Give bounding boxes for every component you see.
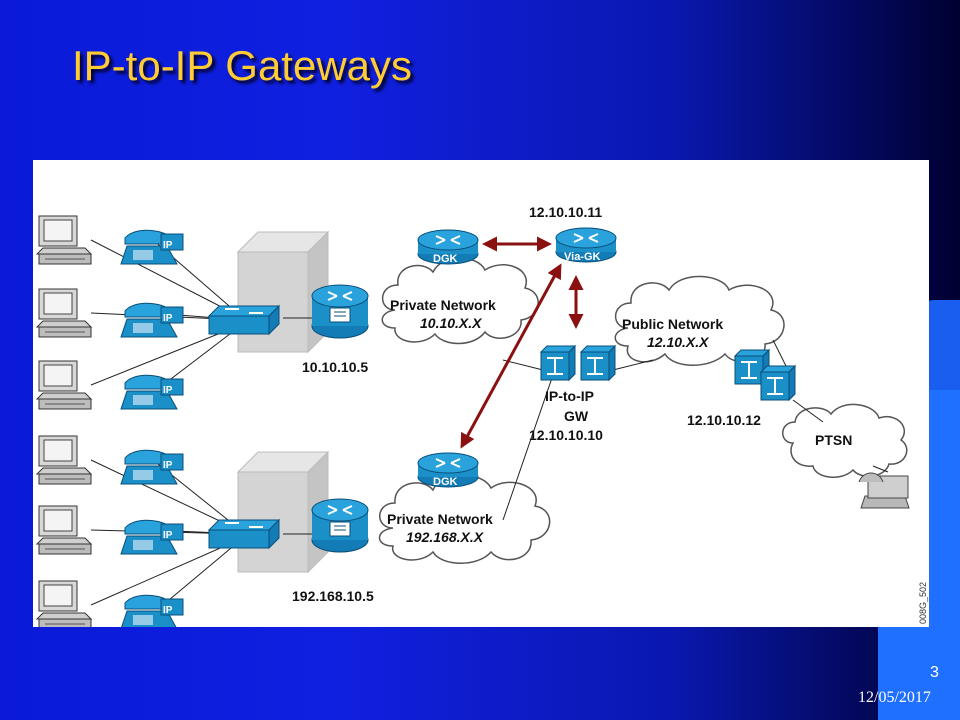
ptsn-label: PTSN	[815, 432, 853, 448]
ip-to-ip-gw-label-line2: GW	[564, 408, 589, 424]
dgk-label: DGK	[433, 253, 458, 265]
ip-to-ip-gw-ip-label: 12.10.10.10	[529, 427, 603, 443]
pc-icon	[36, 435, 92, 485]
switch-icon	[208, 519, 280, 549]
ip-phone-icon	[120, 449, 184, 485]
ip-phone-icon	[120, 374, 184, 410]
pc-icon	[36, 288, 92, 338]
private-network-1-address: 10.10.X.X	[420, 315, 482, 331]
ip-badge: IP	[163, 530, 173, 541]
slide-title: IP-to-IP Gateways	[72, 42, 413, 89]
ip-to-ip-gateway-icon	[540, 345, 576, 381]
private-network-2-address: 192.168.X.X	[406, 529, 484, 545]
via-gk-label: Via-GK	[564, 251, 601, 263]
ip-badge: IP	[163, 385, 173, 396]
ip-to-ip-gateway-icon	[580, 345, 616, 381]
figure-code: 008G_502	[918, 581, 928, 624]
dgk-label: DGK	[433, 476, 458, 488]
switch-icon	[208, 305, 280, 335]
network-diagram: DGK Via-GK DGK IP IP IP IP IP IP 12.10.1…	[33, 160, 929, 627]
router-1-ip-label: 10.10.10.5	[302, 359, 369, 375]
ip-phone-icon	[120, 594, 184, 627]
voice-router-icon	[311, 498, 369, 553]
voice-router-icon	[311, 284, 369, 339]
diagram-canvas	[36, 215, 910, 627]
pstn-phone-icon	[858, 472, 910, 509]
public-network-title: Public Network	[622, 316, 724, 332]
ip-badge: IP	[163, 313, 173, 324]
ip-badge: IP	[163, 605, 173, 616]
public-gw-ip-label: 12.10.10.12	[687, 412, 761, 428]
private-network-1-title: Private Network	[390, 297, 496, 313]
ip-phone-icon	[120, 302, 184, 338]
ip-to-ip-gw-label-line1: IP-to-IP	[545, 388, 594, 404]
page-number: 3	[930, 664, 939, 681]
via-gk-ip-label: 12.10.10.11	[529, 204, 603, 220]
private-network-2-title: Private Network	[387, 511, 493, 527]
pc-icon	[36, 360, 92, 410]
ip-phone-icon	[120, 229, 184, 265]
public-network-address: 12.10.X.X	[647, 334, 709, 350]
pc-icon	[36, 505, 92, 555]
router-2-ip-label: 192.168.10.5	[292, 588, 374, 604]
slide-date: 12/05/2017	[858, 689, 931, 706]
ip-phone-icon	[120, 519, 184, 555]
ip-badge: IP	[163, 240, 173, 251]
pc-icon	[36, 215, 92, 265]
ip-badge: IP	[163, 460, 173, 471]
voice-gateway-icon	[760, 365, 796, 401]
pc-icon	[36, 580, 92, 627]
